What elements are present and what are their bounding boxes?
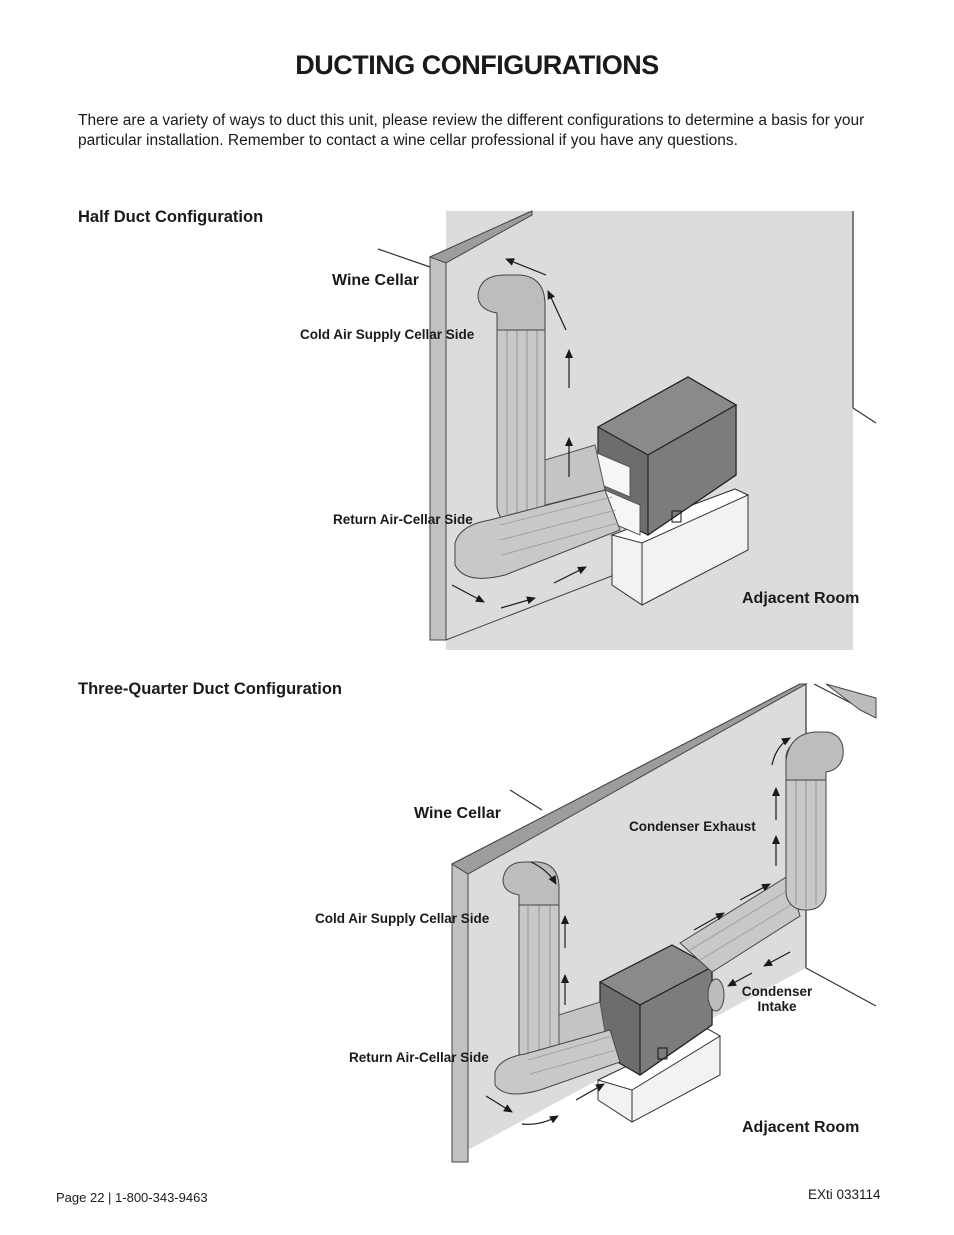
intro-paragraph: There are a variety of ways to duct this…	[78, 112, 865, 149]
page-title: DUCTING CONFIGURATIONS	[295, 50, 659, 80]
three-quarter-duct-diagram: Wine Cellar Condenser Exhaust Cold Air S…	[0, 680, 954, 1175]
adjacent-room-label: Adjacent Room	[742, 590, 860, 607]
half-duct-heading: Half Duct Configuration	[78, 208, 264, 226]
return-air-label: Return Air-Cellar Side	[349, 1050, 489, 1065]
footer-doc-code: EXti 033114	[808, 1187, 881, 1202]
condenser-exhaust-label: Condenser Exhaust	[629, 819, 756, 834]
half-duct-diagram: Wine Cellar Cold Air Supply Cellar Side …	[0, 205, 954, 650]
condenser-intake-line1: Condenser	[741, 984, 813, 999]
condenser-intake-label: Condenser Intake	[737, 984, 817, 1014]
footer-page-info: Page 22 | 1-800-343-9463	[56, 1190, 208, 1205]
condenser-intake-line2: Intake	[757, 999, 797, 1014]
three-quarter-duct-illustration	[450, 683, 877, 1163]
wine-cellar-label: Wine Cellar	[332, 272, 419, 289]
wine-cellar-label: Wine Cellar	[414, 805, 501, 822]
half-duct-illustration	[377, 210, 877, 650]
cold-air-supply-label: Cold Air Supply Cellar Side	[300, 327, 475, 342]
return-air-label: Return Air-Cellar Side	[333, 512, 473, 527]
cold-air-supply-label: Cold Air Supply Cellar Side	[315, 911, 490, 926]
adjacent-room-label: Adjacent Room	[742, 1119, 860, 1136]
three-quarter-duct-heading: Three-Quarter Duct Configuration	[78, 680, 343, 698]
